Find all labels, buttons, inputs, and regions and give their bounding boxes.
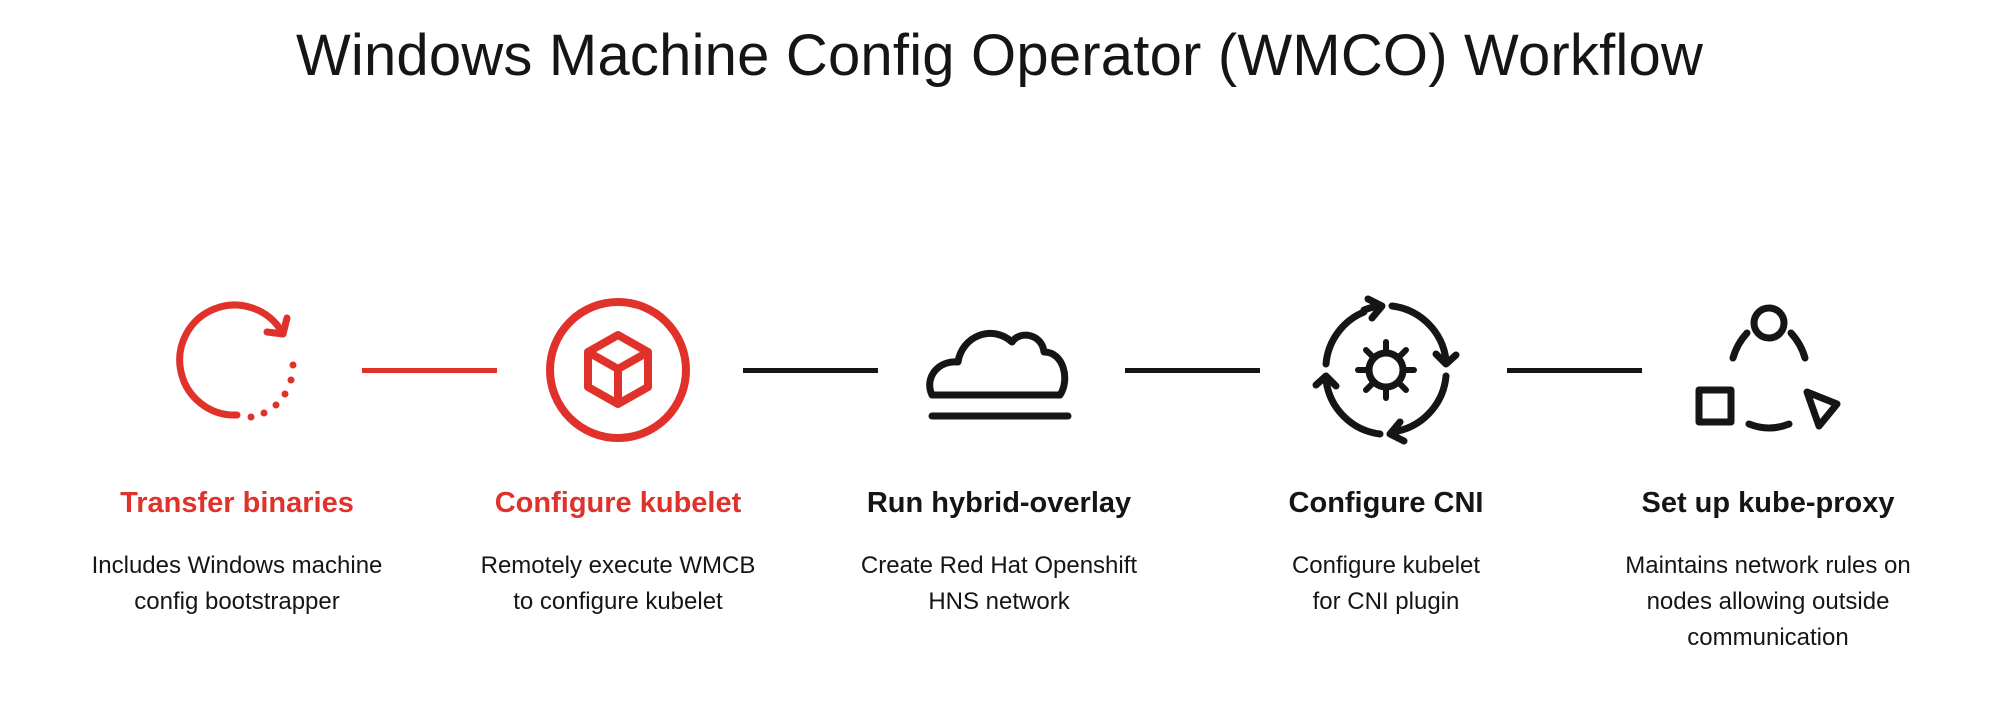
page-title: Windows Machine Config Operator (WMCO) W…: [295, 23, 1704, 88]
cube-icon: [538, 290, 698, 450]
step-label: Run hybrid-overlay: [866, 487, 1132, 519]
connector-2: [743, 368, 878, 373]
connector-4: [1507, 368, 1642, 373]
step-description: Create Red Hat Openshift HNS network: [860, 552, 1138, 615]
step-description: Configure kubelet for CNI plugin: [1291, 552, 1481, 615]
step-label: Configure CNI: [1288, 487, 1484, 519]
step-description: Remotely execute WMCB to configure kubel…: [480, 552, 756, 615]
step-description: Maintains network rules on nodes allowin…: [1625, 552, 1911, 651]
connector-1: [362, 368, 497, 373]
cloud-icon: [920, 290, 1080, 450]
gear-cycle-icon: [1306, 290, 1466, 450]
step-label: Transfer binaries: [120, 487, 354, 519]
step-label: Configure kubelet: [494, 487, 742, 519]
step-description: Includes Windows machine config bootstra…: [91, 552, 383, 615]
refresh-icon: [157, 290, 317, 450]
connector-3: [1125, 368, 1260, 373]
step-label: Set up kube-proxy: [1641, 487, 1895, 519]
shapes-network-icon: [1689, 290, 1849, 450]
